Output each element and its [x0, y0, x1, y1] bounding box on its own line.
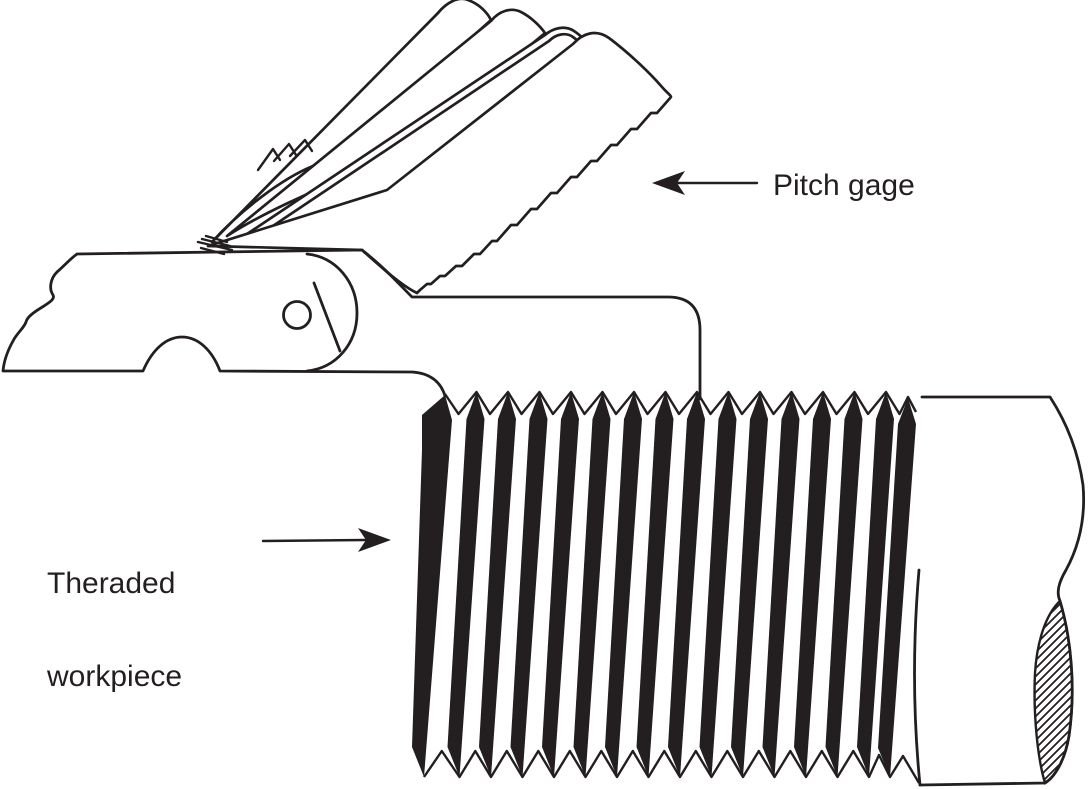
thread-stripe — [573, 392, 611, 777]
folded-blade-tips — [256, 138, 314, 172]
thread-stripe — [762, 392, 800, 777]
thread-stripe — [857, 392, 894, 777]
thread-stripe — [412, 395, 452, 777]
blade-tang-edge — [312, 281, 342, 353]
case-outline — [1, 248, 702, 401]
serrated-gage-blade — [206, 31, 673, 295]
thread-stripe — [479, 392, 516, 777]
break-hatch-area — [1033, 598, 1074, 785]
pivot-screw — [282, 300, 312, 330]
arrow-right-icon — [358, 528, 391, 552]
workpiece-arrow — [261, 528, 391, 552]
thread-stripe — [878, 398, 916, 777]
pitch-gage-fanned-blades — [196, 0, 673, 295]
thread-stripe — [605, 392, 642, 777]
thread-outline — [444, 390, 918, 416]
threaded-workpiece-threads — [412, 390, 921, 784]
case-rounded-end — [305, 252, 359, 373]
pitch-gage-arrow — [652, 171, 759, 195]
thread-stripe — [731, 392, 768, 777]
thread-stripe — [668, 392, 705, 777]
threaded-workpiece-label-line2: workpiece — [47, 660, 183, 693]
thread-stripe — [542, 392, 579, 777]
threaded-workpiece-label: Theraded workpiece — [47, 506, 182, 754]
pitch-gage-case — [1, 248, 702, 401]
arrow-left-icon — [652, 171, 685, 195]
thread-stripe — [510, 392, 548, 777]
thread-stripe — [636, 392, 674, 777]
thread-outline — [423, 749, 921, 784]
pitch-gage-label: Pitch gage — [773, 169, 915, 202]
thread-stripe — [447, 392, 485, 777]
thread-stripe — [794, 392, 831, 777]
thread-runout-line — [913, 568, 922, 787]
thread-stripe — [699, 392, 737, 777]
thread-stripe — [825, 392, 863, 777]
workpiece-shank — [913, 395, 1085, 787]
threaded-workpiece-label-line1: Theraded — [47, 567, 176, 600]
